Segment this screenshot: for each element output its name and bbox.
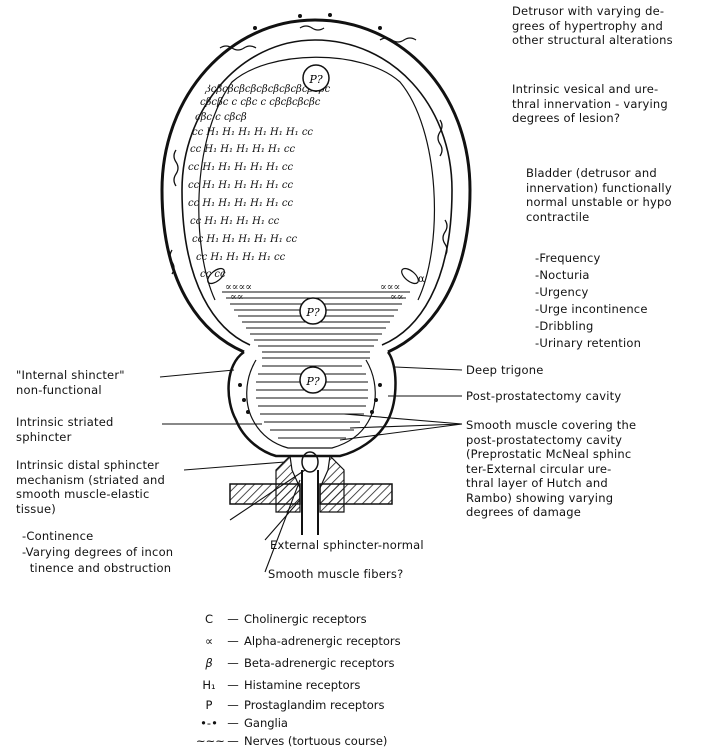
svg-text:cc H₁ H₁ H₁ H₁ H₁ H₁ cc: cc H₁ H₁ H₁ H₁ H₁ H₁ cc xyxy=(192,127,313,138)
legend-row-histamine: H₁ — Histamine receptors xyxy=(196,678,360,692)
letter-c-icon: C xyxy=(196,612,222,626)
dash-icon: — xyxy=(222,656,244,670)
label-line: ter-External circular ure- xyxy=(466,462,636,477)
label-bladder-function: Bladder (detrusor and innervation) funct… xyxy=(526,166,672,224)
legend-text: Beta-adrenergic receptors xyxy=(244,656,394,670)
label-external-sphincter: External sphincter-normal xyxy=(270,538,424,553)
label-distal-sphincter: Intrinsic distal sphincter mechanism (st… xyxy=(16,458,165,516)
legend-text: Prostaglandim receptors xyxy=(244,698,385,712)
label-line: contractile xyxy=(526,210,672,225)
label-line: Intrinsic distal sphincter xyxy=(16,458,165,473)
symptom-item: -Frequency xyxy=(535,250,648,267)
label-symptoms: -Frequency -Nocturia -Urgency -Urge inco… xyxy=(535,250,648,352)
p-label-mid: P? xyxy=(305,306,319,319)
dash-icon: — xyxy=(222,698,244,712)
label-line: tinence and obstruction xyxy=(22,560,173,576)
label-line: smooth muscle-elastic xyxy=(16,487,165,502)
legend-row-prostaglandin: P — Prostaglandim receptors xyxy=(196,698,385,712)
label-innervation: Intrinsic vesical and ure- thral innerva… xyxy=(512,82,668,126)
legend-text: Cholinergic receptors xyxy=(244,612,367,626)
dash-icon: — xyxy=(222,716,244,730)
beta-glyph-icon: β xyxy=(196,656,222,670)
label-line: non-functional xyxy=(16,383,125,398)
svg-text:cβcβc c cβc c cβcβcβcβc: cβcβc c cβc c cβcβcβcβc xyxy=(200,97,321,108)
symptom-item: -Urinary retention xyxy=(535,335,648,352)
wavy-nerve-icon: ~~~ xyxy=(196,734,222,748)
label-line: Bladder (detrusor and xyxy=(526,166,672,181)
h1-glyph-icon: H₁ xyxy=(196,678,222,692)
receptor-field: βcβcβcβcβcβcβcβcβcβcβc cβcβc c cβc c cβc… xyxy=(188,84,331,280)
dash-icon: — xyxy=(222,612,244,626)
legend-text: Histamine receptors xyxy=(244,678,360,692)
legend-row-cholinergic: C — Cholinergic receptors xyxy=(196,612,367,626)
label-line: other structural alterations xyxy=(512,33,673,48)
label-smooth-fibers: Smooth muscle fibers? xyxy=(268,567,403,582)
ganglia-dots-icon: •-• xyxy=(196,716,222,730)
label-line: -Continence xyxy=(22,528,173,544)
legend-text: Ganglia xyxy=(244,716,288,730)
label-cavity: Post-prostatectomy cavity xyxy=(466,389,621,404)
legend-row-ganglia: •-• — Ganglia xyxy=(196,716,288,730)
label-striated-sphincter: Intrinsic striated sphincter xyxy=(16,415,114,444)
symptom-item: -Urgency xyxy=(535,284,648,301)
label-line: degrees of damage xyxy=(466,505,636,520)
label-line: Intrinsic striated xyxy=(16,415,114,430)
label-line: normal unstable or hypo xyxy=(526,195,672,210)
svg-text:cc H₁ H₁ H₁ H₁ H₁ cc: cc H₁ H₁ H₁ H₁ H₁ cc xyxy=(192,234,298,245)
dash-icon: — xyxy=(222,634,244,648)
svg-text:cc H₁ H₁ H₁ H₁ H₁ cc: cc H₁ H₁ H₁ H₁ H₁ cc xyxy=(188,198,294,209)
svg-text:cc cc: cc cc xyxy=(200,269,226,280)
symptom-item: -Nocturia xyxy=(535,267,648,284)
pelvic-floor-right xyxy=(320,484,392,504)
svg-text:cβc c: cβc c cβcβ xyxy=(195,112,247,123)
svg-text:cc H₁ H₁ H₁ H₁ H₁ cc: cc H₁ H₁ H₁ H₁ H₁ cc xyxy=(190,144,296,155)
legend-row-beta: β — Beta-adrenergic receptors xyxy=(196,656,394,670)
label-internal-sphincter: "Internal shincter" non-functional xyxy=(16,368,125,397)
label-detrusor: Detrusor with varying de- grees of hyper… xyxy=(512,4,673,48)
label-line: Detrusor with varying de- xyxy=(512,4,673,19)
svg-text:cc H₁ H₁ H₁ H₁ cc: cc H₁ H₁ H₁ H₁ cc xyxy=(190,216,280,227)
alpha-glyph-icon: ∝ xyxy=(196,634,222,648)
label-line: thral innervation - varying xyxy=(512,97,668,112)
label-line: innervation) functionally xyxy=(526,181,672,196)
label-deep-trigone: Deep trigone xyxy=(466,363,544,378)
label-line: "Internal shincter" xyxy=(16,368,125,383)
symptom-item: -Dribbling xyxy=(535,318,648,335)
svg-text:cc H₁ H₁ H₁ H₁ H₁ cc: cc H₁ H₁ H₁ H₁ H₁ cc xyxy=(188,180,294,191)
label-line: post-prostatectomy cavity xyxy=(466,433,636,448)
legend-row-alpha: ∝ — Alpha-adrenergic receptors xyxy=(196,634,401,648)
svg-text:∝∝: ∝∝ xyxy=(390,292,404,303)
svg-text:∝∝: ∝∝ xyxy=(230,292,244,303)
label-line: degrees of lesion? xyxy=(512,111,668,126)
svg-text:cc H₁ H₁ H₁ H₁ cc: cc H₁ H₁ H₁ H₁ cc xyxy=(196,252,286,263)
p-label-low: P? xyxy=(305,375,319,388)
p-label-top: P? xyxy=(308,73,322,86)
label-line: grees of hypertrophy and xyxy=(512,19,673,34)
symptom-item: -Urge incontinence xyxy=(535,301,648,318)
label-line: Intrinsic vesical and ure- xyxy=(512,82,668,97)
label-line: -Varying degrees of incon xyxy=(22,544,173,560)
label-line: mechanism (striated and xyxy=(16,473,165,488)
pelvic-floor-left xyxy=(230,484,300,504)
label-line: thral layer of Hutch and xyxy=(466,476,636,491)
label-line: sphincter xyxy=(16,430,114,445)
label-line: (Preprostatic McNeal sphinc xyxy=(466,447,636,462)
alpha-right-mark: α xyxy=(418,274,425,285)
letter-p-icon: P xyxy=(196,698,222,712)
dash-icon: — xyxy=(222,734,244,748)
label-smooth-muscle: Smooth muscle covering the post-prostate… xyxy=(466,418,636,520)
legend-text: Nerves (tortuous course) xyxy=(244,734,387,748)
dash-icon: — xyxy=(222,678,244,692)
label-line: tissue) xyxy=(16,502,165,517)
label-line: Rambo) showing varying xyxy=(466,491,636,506)
label-line: Smooth muscle covering the xyxy=(466,418,636,433)
svg-text:cc H₁ H₁ H₁ H₁ H₁ cc: cc H₁ H₁ H₁ H₁ H₁ cc xyxy=(188,162,294,173)
legend-row-nerves: ~~~ — Nerves (tortuous course) xyxy=(196,734,387,748)
label-continence: -Continence -Varying degrees of incon ti… xyxy=(22,528,173,576)
legend-text: Alpha-adrenergic receptors xyxy=(244,634,401,648)
